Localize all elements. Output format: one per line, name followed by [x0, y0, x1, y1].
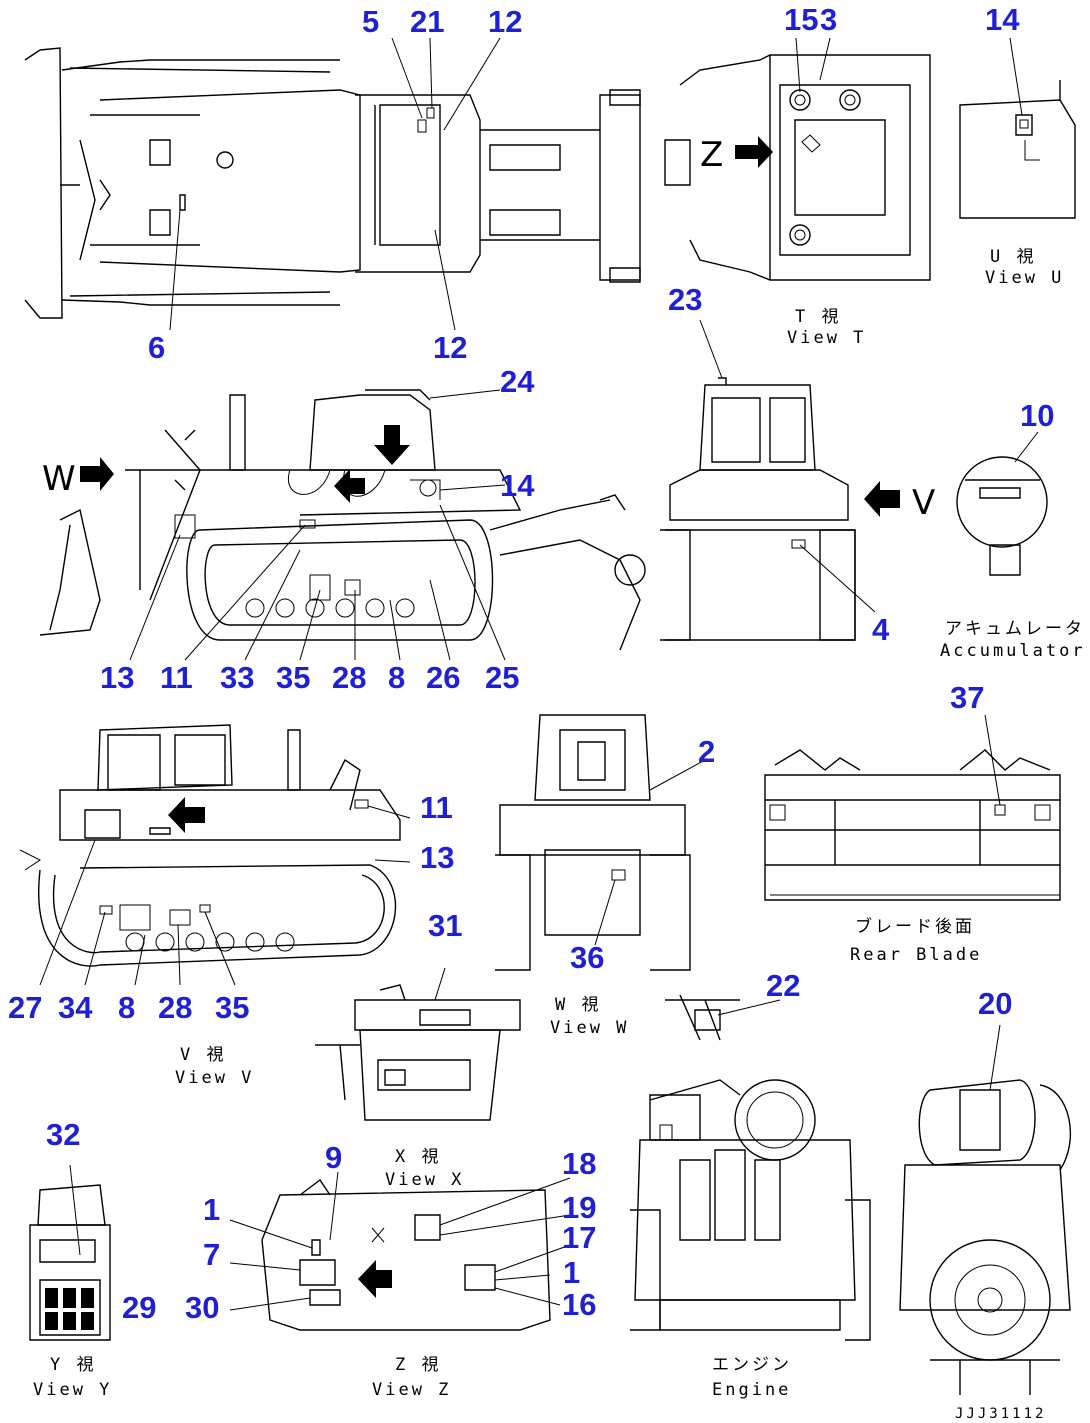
callout-2: 2 [698, 734, 715, 769]
caption-engine-en: Engine [712, 1380, 791, 1400]
caption-view-t-jp: T 視 [795, 307, 841, 327]
callout-9: 9 [325, 1140, 342, 1175]
caption-rear-blade-en: Rear Blade [850, 945, 982, 965]
caption-view-v-jp: V 視 [180, 1045, 226, 1065]
rear-view-drawing [495, 714, 706, 971]
caption-view-x-jp: X 視 [395, 1147, 441, 1167]
view-t-drawing: Z T 視 View T [664, 37, 931, 348]
callout-18: 18 [562, 1146, 596, 1181]
side-view-left-drawing: W [39, 389, 646, 661]
callout-29: 29 [122, 1290, 156, 1325]
callout-6: 6 [148, 330, 165, 365]
callout-34: 34 [58, 990, 93, 1025]
callout-22: 22 [766, 968, 800, 1003]
caption-view-u-jp: U 視 [990, 247, 1036, 267]
callout-8: 8 [388, 660, 405, 695]
callout-12: 12 [433, 330, 467, 365]
callout-12: 12 [488, 4, 522, 39]
callout-3: 3 [820, 2, 837, 37]
callout-10: 10 [1020, 398, 1054, 433]
callout-25: 25 [485, 660, 519, 695]
view-letter-z: Z [700, 135, 723, 175]
caption-view-z-en: View Z [372, 1380, 451, 1400]
callout-15: 15 [784, 2, 818, 37]
callout-20: 20 [978, 986, 1012, 1021]
callout-14: 14 [985, 2, 1020, 37]
callout-36: 36 [570, 940, 604, 975]
callout-numbers: 5 21 12 6 12 15 3 14 23 24 14 10 4 13 11… [8, 2, 1054, 1325]
callout-11: 11 [420, 790, 453, 825]
drawing-code: JJJ31112 [955, 1406, 1046, 1422]
callout-19: 19 [562, 1190, 596, 1225]
callout-28: 28 [158, 990, 192, 1025]
callout-8: 8 [118, 990, 135, 1025]
callout-31: 31 [428, 908, 462, 943]
callout-16: 16 [562, 1287, 596, 1322]
callout-1: 1 [203, 1192, 220, 1227]
accumulator-drawing: アキュムレータ Accumulator [940, 431, 1086, 661]
view-x-drawing: X 視 View X [315, 967, 521, 1190]
callout-17: 17 [562, 1220, 596, 1255]
caption-view-v-en: View V [175, 1068, 254, 1088]
rear-blade-drawing: ブレード後面 Rear Blade [764, 714, 1061, 965]
caption-view-y-en: View Y [33, 1380, 112, 1400]
callout-33: 33 [220, 660, 254, 695]
callout-37: 37 [950, 680, 984, 715]
callout-13: 13 [420, 840, 454, 875]
callout-24: 24 [500, 364, 535, 399]
callout-1: 1 [563, 1255, 580, 1290]
caption-rear-blade-jp: ブレード後面 [855, 916, 975, 937]
caption-view-w-jp: W 視 [555, 995, 601, 1015]
callout-7: 7 [203, 1237, 220, 1272]
caption-view-u-en: View U [985, 268, 1064, 288]
callout-21: 21 [410, 4, 444, 39]
top-view-drawing [24, 37, 641, 331]
callout-14: 14 [500, 468, 535, 503]
caption-view-y-jp: Y 視 [50, 1355, 96, 1375]
callout-23: 23 [668, 282, 702, 317]
caption-view-w-en: View W [550, 1018, 629, 1038]
callout-32: 32 [46, 1117, 80, 1152]
view-v-side-drawing: V 視 View V [19, 724, 411, 1088]
engine-side-drawing: エンジン Engine [630, 1079, 871, 1400]
callout-28: 28 [332, 660, 366, 695]
callout-35: 35 [276, 660, 310, 695]
view-letter-w: W [42, 459, 76, 499]
callout-13: 13 [100, 660, 134, 695]
caption-engine-jp: エンジン [712, 1355, 792, 1375]
caption-view-x-en: View X [385, 1170, 464, 1190]
caption-accumulator-jp: アキュムレータ [945, 619, 1085, 639]
callout-4: 4 [872, 612, 890, 647]
callout-5: 5 [362, 4, 379, 39]
view-letter-v: V [912, 483, 935, 523]
callout-27: 27 [8, 990, 42, 1025]
callout-11: 11 [160, 660, 193, 695]
caption-accumulator-en: Accumulator [940, 641, 1086, 661]
view-w-drawing: W 視 View W [550, 994, 781, 1041]
callout-35: 35 [215, 990, 249, 1025]
view-z-drawing: Z 視 View Z [229, 1171, 571, 1400]
caption-view-z-jp: Z 視 [395, 1355, 441, 1375]
caption-view-t-en: View T [787, 328, 866, 348]
view-y-drawing: Y 視 View Y [29, 1164, 112, 1400]
view-v-front-drawing: V [660, 319, 935, 641]
callout-30: 30 [185, 1290, 219, 1325]
view-u-drawing: U 視 View U [959, 37, 1076, 288]
engine-front-drawing [899, 1024, 1072, 1395]
callout-26: 26 [426, 660, 460, 695]
